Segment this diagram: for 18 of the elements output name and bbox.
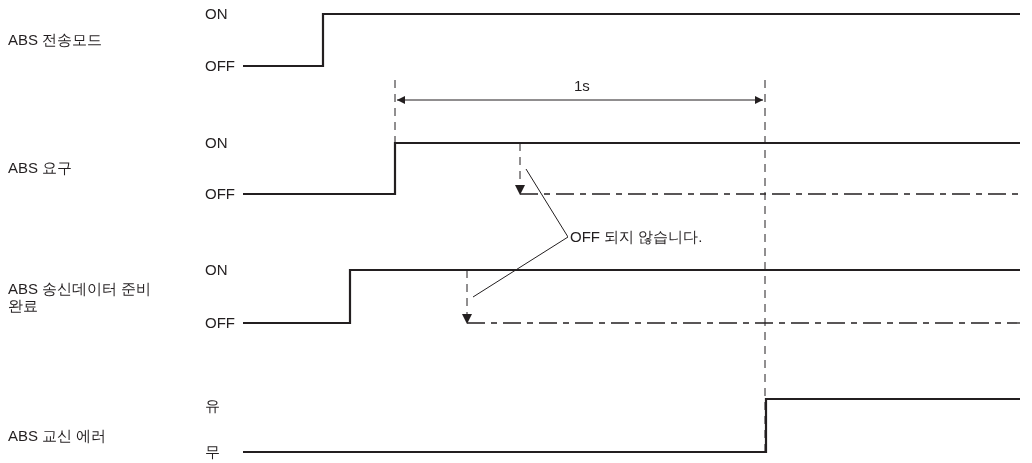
drop-arrow xyxy=(461,270,473,324)
level-label: 무 xyxy=(205,443,220,461)
signal-name: ABS 송신데이터 준비완료 xyxy=(8,279,153,315)
dimension-label: 1s xyxy=(574,77,590,95)
level-label: ON xyxy=(205,261,228,279)
level-label: ON xyxy=(205,134,228,152)
drop-arrow xyxy=(514,143,526,195)
callout-note: OFF 되지 않습니다. xyxy=(568,227,705,247)
level-label: OFF xyxy=(205,185,235,203)
level-label: OFF xyxy=(205,314,235,332)
signal-name: ABS 교신 에러 xyxy=(8,427,107,445)
leader-line xyxy=(472,236,569,298)
signal-name: ABS 전송모드 xyxy=(8,31,103,49)
level-label: OFF xyxy=(205,57,235,75)
leader-line xyxy=(525,168,569,238)
signal-name: ABS 요구 xyxy=(8,159,73,177)
level-label: 유 xyxy=(205,397,220,415)
level-label: ON xyxy=(205,5,228,23)
